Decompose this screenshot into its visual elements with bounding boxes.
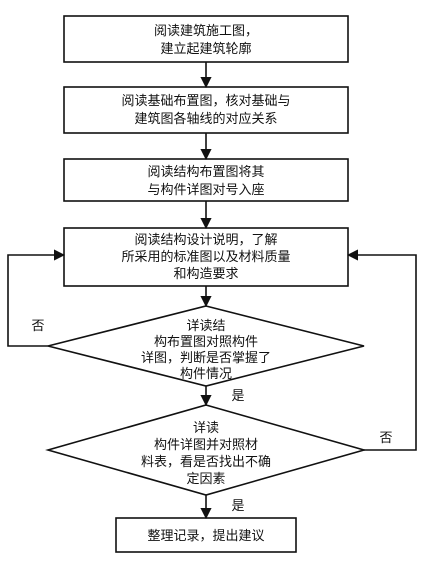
node-read-architectural-drawings: 阅读建筑施工图， 建立起建筑轮廓 — [63, 15, 349, 63]
node-3-line-2: 与构件详图对号入座 — [147, 183, 264, 198]
label-d1-no: 否 — [31, 319, 44, 334]
decision-uncertain-factors-found: 详读 构件详图并对照材 料表，看是否找出不确 定因素 — [45, 404, 367, 496]
decision-2-line-4: 定因素 — [186, 472, 225, 487]
node-3-line-1: 阅读结构布置图将其 — [147, 165, 264, 180]
node-1-line-2: 建立起建筑轮廓 — [160, 41, 251, 57]
node-read-design-notes: 阅读结构设计说明，了解 所采用的标准图以及材料质量 和构造要求 — [63, 227, 349, 287]
decision-1-line-1: 详读结 — [186, 319, 225, 334]
decision-2-line-2: 构件详图并对照材 — [154, 438, 258, 453]
label-d1-yes: 是 — [231, 389, 244, 404]
decision-structural-components-understood: 详读结 构布置图对照构件 详图，判断是否掌握了 构件情况 — [47, 305, 365, 387]
node-1-line-1: 阅读建筑施工图， — [154, 23, 258, 39]
node-2-line-1: 阅读基础布置图，核对基础与 — [121, 94, 290, 109]
node-read-structural-layout: 阅读结构布置图将其 与构件详图对号入座 — [63, 158, 349, 202]
node-read-foundation-layout: 阅读基础布置图，核对基础与 建筑图各轴线的对应关系 — [63, 86, 349, 134]
label-d2-yes: 是 — [231, 499, 244, 514]
node-4-line-3: 和构造要求 — [173, 267, 238, 282]
decision-1-line-4: 构件情况 — [180, 367, 232, 382]
node-7-line-1: 整理记录，提出建议 — [147, 528, 264, 544]
edge-d2-no-loop — [346, 249, 417, 451]
label-d2-no: 否 — [379, 431, 392, 446]
node-4-line-2: 所采用的标准图以及材料质量 — [121, 249, 290, 265]
decision-1-line-3: 详图，判断是否掌握了 — [141, 351, 271, 366]
decision-1-line-2: 构布置图对照构件 — [154, 335, 258, 350]
edge-d1-no-loop — [7, 249, 66, 347]
node-organize-records-suggestions: 整理记录，提出建议 — [115, 517, 297, 553]
decision-2-line-3: 料表，看是否找出不确 — [141, 454, 271, 470]
node-4-line-1: 阅读结构设计说明，了解 — [134, 233, 277, 248]
node-2-line-2: 建筑图各轴线的对应关系 — [134, 111, 277, 127]
decision-2-line-1: 详读 — [193, 421, 219, 436]
